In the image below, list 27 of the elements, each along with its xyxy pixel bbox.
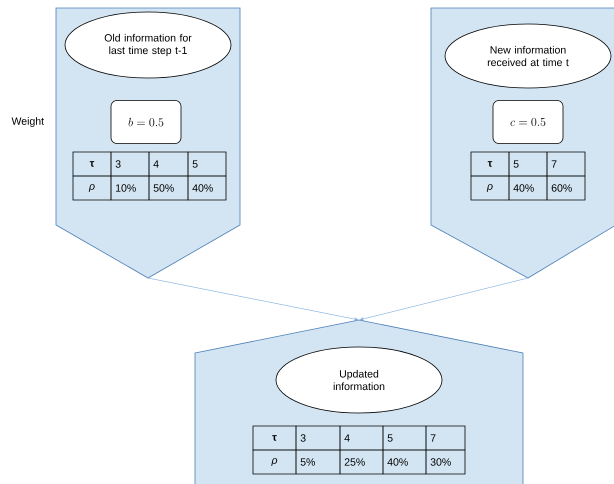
table-cell: ρ bbox=[470, 176, 510, 200]
table-cell: 7 bbox=[546, 152, 586, 176]
table-cell: 4 bbox=[148, 152, 188, 176]
table-cell: 5 bbox=[188, 152, 226, 176]
weight-label: Weight bbox=[12, 117, 44, 127]
table-cell: 25% bbox=[340, 450, 384, 474]
table-cell: 3 bbox=[296, 426, 340, 450]
table-cell: 4 bbox=[340, 426, 384, 450]
table-cell: 40% bbox=[382, 450, 426, 474]
table-cell: τ bbox=[252, 426, 296, 450]
weight-box: $c = 0.5$ bbox=[492, 100, 564, 144]
table-cell: 50% bbox=[148, 176, 188, 200]
table-cell: 40% bbox=[188, 176, 226, 200]
table-cell: 7 bbox=[426, 426, 466, 450]
table-cell: ρ bbox=[252, 450, 296, 474]
table-cell: 10% bbox=[110, 176, 150, 200]
table-cell: 60% bbox=[546, 176, 586, 200]
table-cell: τ bbox=[72, 152, 112, 176]
table-cell: ρ bbox=[72, 176, 112, 200]
table-cell: 5 bbox=[508, 152, 548, 176]
table-cell: τ bbox=[470, 152, 510, 176]
table-cell: 5 bbox=[382, 426, 426, 450]
table-cell: 3 bbox=[110, 152, 150, 176]
weight-box: $b = 0.5$ bbox=[110, 100, 182, 144]
table-cell: 30% bbox=[426, 450, 466, 474]
table-cell: 40% bbox=[508, 176, 548, 200]
table-cell: 5% bbox=[296, 450, 340, 474]
